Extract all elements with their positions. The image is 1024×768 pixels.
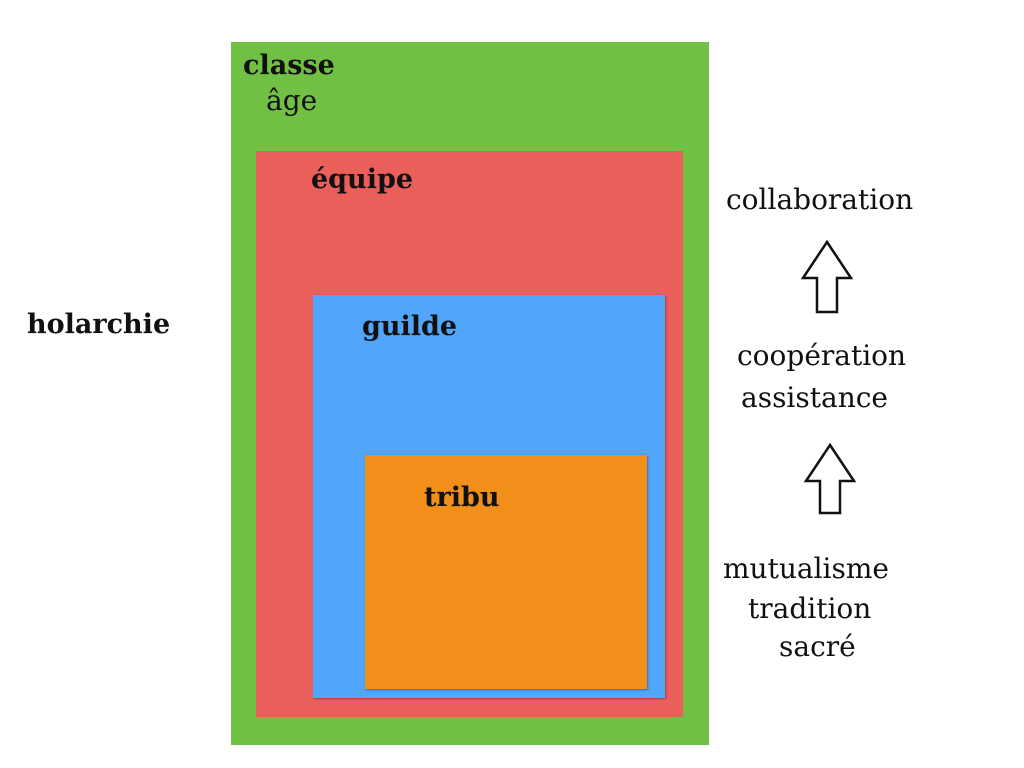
label-age: âge	[266, 84, 318, 117]
up-arrow-icon	[804, 443, 856, 515]
label-tradition: tradition	[748, 592, 872, 625]
label-collaboration: collaboration	[726, 183, 914, 216]
label-holarchie: holarchie	[27, 309, 171, 340]
label-tribu: tribu	[424, 482, 500, 513]
label-mutualisme: mutualisme	[723, 552, 889, 585]
label-guilde: guilde	[362, 311, 458, 342]
box-tribu	[365, 455, 647, 689]
label-classe: classe	[243, 50, 335, 81]
up-arrow-icon	[801, 240, 853, 314]
label-cooperation: coopération	[737, 339, 907, 372]
label-sacre: sacré	[779, 630, 856, 663]
label-equipe: équipe	[311, 164, 414, 195]
label-assistance: assistance	[741, 381, 888, 414]
